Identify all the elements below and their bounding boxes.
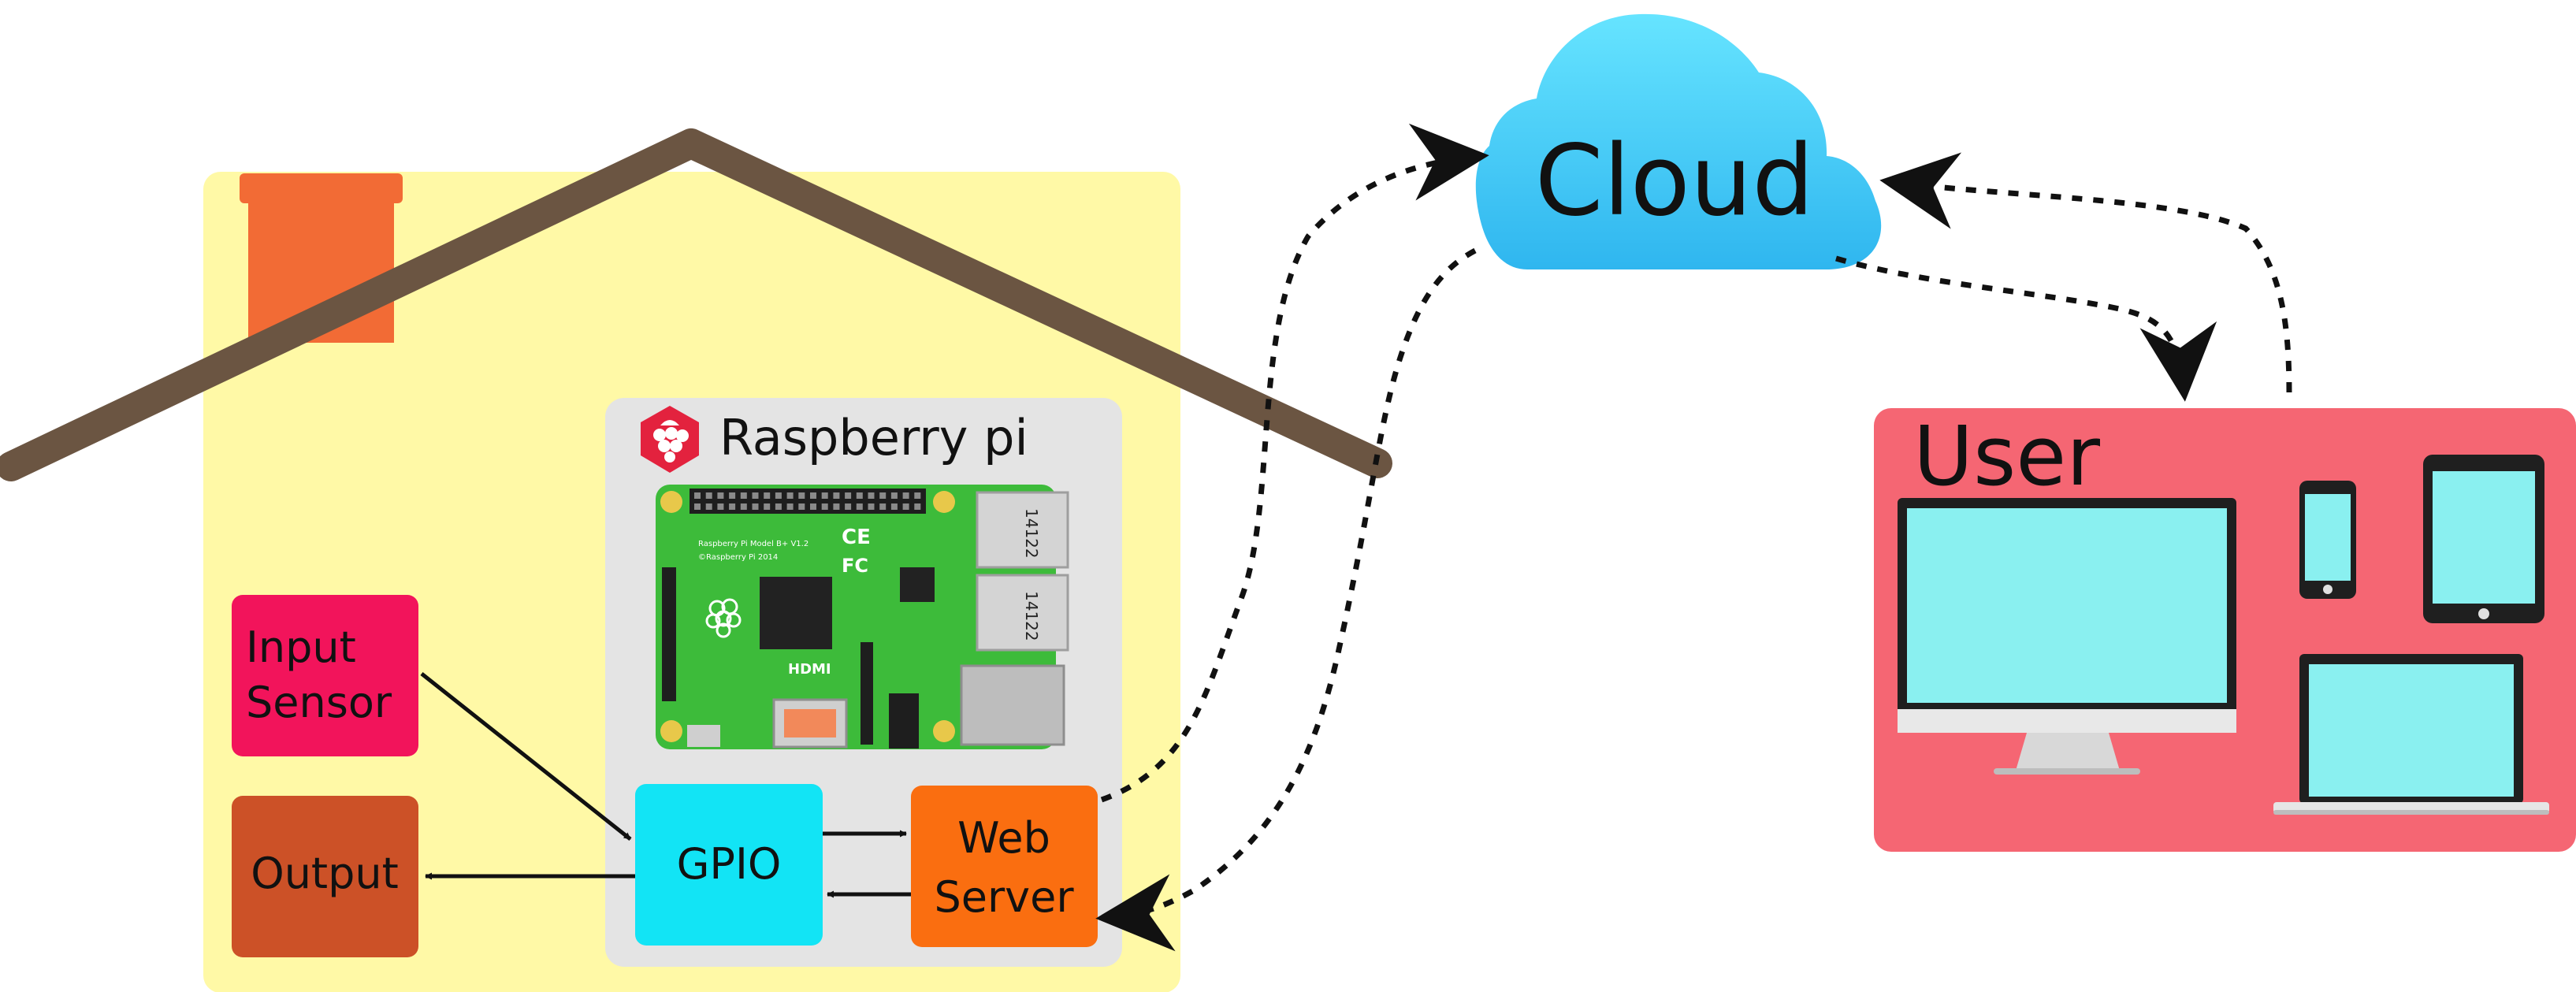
desktop-monitor-icon xyxy=(1898,498,2236,775)
fcc-mark: FC xyxy=(842,555,868,577)
display-connector xyxy=(662,567,676,701)
mount-hole xyxy=(660,491,682,513)
laptop-icon xyxy=(2273,654,2549,815)
solid-arrows xyxy=(420,672,911,898)
gpio-pin xyxy=(810,492,816,499)
user-panel: User xyxy=(1874,408,2576,852)
gpio-pin xyxy=(879,492,887,499)
usb-port xyxy=(976,574,1069,652)
output-label: Output xyxy=(251,849,399,898)
gpio-pin xyxy=(890,492,898,499)
cloud-label: Cloud xyxy=(1535,124,1814,238)
cloud-shape xyxy=(1475,13,1882,270)
usb-port xyxy=(976,491,1069,569)
web-server-block: Web Server xyxy=(911,786,1098,947)
dotted-arrows xyxy=(1095,123,2292,952)
roof xyxy=(0,128,1392,481)
ce-mark: CE xyxy=(842,526,871,549)
gpio-pin xyxy=(914,503,921,510)
gpio-pin xyxy=(764,492,771,499)
output-block: Output xyxy=(232,796,418,957)
gpio-pin xyxy=(914,492,921,499)
mount-hole xyxy=(933,491,955,513)
gpio-pin xyxy=(729,492,736,499)
gpio-pin xyxy=(764,503,771,510)
input-sensor-line2: Sensor xyxy=(246,678,392,727)
gpio-pin xyxy=(902,503,909,510)
user-label: User xyxy=(1913,408,2100,504)
gpio-header xyxy=(690,489,926,514)
gpio-pin xyxy=(821,492,828,499)
arrow-sensor-to-gpio xyxy=(420,672,632,841)
raspberry-pi-board: Raspberry Pi Model B+ V1.2 ©Raspberry Pi… xyxy=(656,485,1069,749)
web-server-line1: Web xyxy=(957,813,1050,863)
gpio-pin xyxy=(705,492,712,499)
usb-code-1: 14122 xyxy=(1022,508,1041,559)
gpio-pin xyxy=(786,492,794,499)
gpio-pin xyxy=(694,503,701,510)
input-sensor-block: Input Sensor xyxy=(232,595,418,756)
chimney-cap xyxy=(240,173,403,203)
camera-connector xyxy=(861,642,873,745)
usb-code-2: 14122 xyxy=(1022,591,1041,641)
gpio-pins xyxy=(694,492,921,510)
gpio-pin xyxy=(694,492,701,499)
lan-chip xyxy=(900,567,935,602)
gpio-pin xyxy=(752,503,759,510)
power-port xyxy=(687,725,720,747)
gpio-pin xyxy=(856,492,863,499)
raspberry-pi-logo-icon xyxy=(641,406,699,473)
board-model-text: Raspberry Pi Model B+ V1.2 xyxy=(698,540,808,548)
cloud: Cloud xyxy=(1475,13,1882,270)
gpio-pin xyxy=(868,503,875,510)
gpio-pin xyxy=(890,503,898,510)
gpio-pin xyxy=(833,492,840,499)
gpio-pin xyxy=(705,503,712,510)
arrow-cloud-to-webserver xyxy=(1095,247,1477,952)
mount-hole xyxy=(660,720,682,742)
gpio-pin xyxy=(775,503,782,510)
gpio-pin xyxy=(798,492,805,499)
gpio-block: GPIO xyxy=(635,784,823,946)
gpio-pin xyxy=(821,503,828,510)
gpio-pin xyxy=(717,503,724,510)
board-raspberry-logo xyxy=(705,598,742,638)
hdmi-label: HDMI xyxy=(788,661,831,678)
gpio-pin xyxy=(810,503,816,510)
ethernet-port xyxy=(960,664,1065,746)
gpio-pin xyxy=(775,492,782,499)
gpio-pin xyxy=(798,503,805,510)
pi-board xyxy=(656,485,1056,749)
gpio-pin xyxy=(868,492,875,499)
mount-hole xyxy=(933,720,955,742)
gpio-pin xyxy=(902,492,909,499)
web-server-line2: Server xyxy=(934,872,1074,922)
audio-jack xyxy=(889,693,919,749)
gpio-pin xyxy=(845,492,852,499)
gpio-pin xyxy=(740,503,747,510)
gpio-pin xyxy=(856,503,863,510)
gpio-pin xyxy=(845,503,852,510)
soc-chip xyxy=(760,577,832,649)
smartphone-icon xyxy=(2299,481,2356,599)
hdmi-inner xyxy=(784,709,836,737)
gpio-pin xyxy=(752,492,759,499)
gpio-pin xyxy=(740,492,747,499)
gpio-pin xyxy=(786,503,794,510)
arrow-user-to-cloud xyxy=(1879,152,2292,393)
tablet-icon xyxy=(2423,455,2544,623)
gpio-pin xyxy=(717,492,724,499)
board-copyright-text: ©Raspberry Pi 2014 xyxy=(698,553,778,562)
arrow-webserver-to-cloud xyxy=(1100,123,1489,803)
arrow-cloud-to-user xyxy=(1835,255,2217,402)
gpio-pin xyxy=(833,503,840,510)
raspberry-pi-title: Raspberry pi xyxy=(719,409,1028,466)
input-sensor-line1: Input xyxy=(246,622,356,672)
gpio-pin xyxy=(879,503,887,510)
gpio-pin xyxy=(729,503,736,510)
gpio-label: GPIO xyxy=(677,839,782,889)
